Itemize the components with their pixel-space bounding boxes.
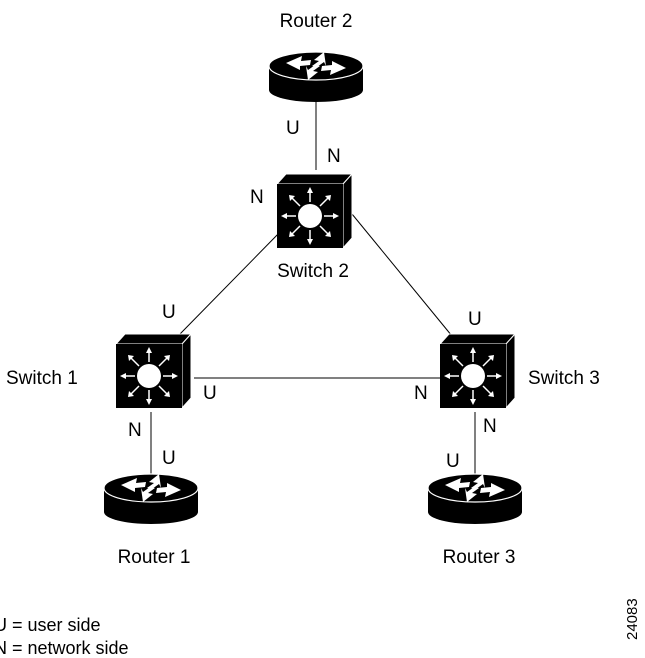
router-icon xyxy=(103,473,199,525)
port-label-switch2-network-top: N xyxy=(327,146,341,167)
port-label-switch1-network-bottom: N xyxy=(128,420,142,441)
link-switch3-switch2 xyxy=(351,213,453,337)
switch-2-label: Switch 2 xyxy=(277,261,349,282)
link-switch1-switch2 xyxy=(179,229,283,335)
router-1-label: Router 1 xyxy=(118,547,191,568)
router-3-node: Router 3 xyxy=(427,473,523,568)
port-label-switch3-network-left: N xyxy=(414,383,428,404)
router-1-node: Router 1 xyxy=(103,473,199,568)
legend-user-side: U = user side xyxy=(0,615,101,635)
legend: U = user side N = network side xyxy=(0,615,129,658)
port-label-router2-user: U xyxy=(286,118,300,139)
port-label-router3-user: U xyxy=(446,451,460,472)
port-label-switch1-user-right: U xyxy=(203,383,217,404)
port-label-switch3-network-bottom: N xyxy=(483,416,497,437)
switch-icon xyxy=(276,173,353,249)
switch-icon xyxy=(439,333,516,409)
switch-1-label: Switch 1 xyxy=(6,368,78,389)
port-label-switch3-user-top: U xyxy=(468,309,482,330)
port-labels: U N U N U U N U N U N xyxy=(128,118,497,472)
switch-3-label: Switch 3 xyxy=(528,368,600,389)
figure-id: 24083 xyxy=(624,598,641,640)
links xyxy=(150,98,476,478)
router-2-label: Router 2 xyxy=(280,11,353,32)
port-label-switch1-user-top: U xyxy=(162,302,176,323)
switch-2-node: Switch 2 xyxy=(276,173,353,282)
switch-1-node: Switch 1 xyxy=(6,333,192,409)
router-icon xyxy=(427,473,523,525)
port-label-router1-user: U xyxy=(162,448,176,469)
router-2-node: Router 2 xyxy=(268,11,364,103)
legend-network-side: N = network side xyxy=(0,638,129,658)
router-3-label: Router 3 xyxy=(443,547,516,568)
switch-icon xyxy=(115,333,192,409)
router-icon xyxy=(268,51,364,103)
switch-3-node: Switch 3 xyxy=(439,333,600,409)
port-label-switch2-network-left: N xyxy=(250,187,264,208)
